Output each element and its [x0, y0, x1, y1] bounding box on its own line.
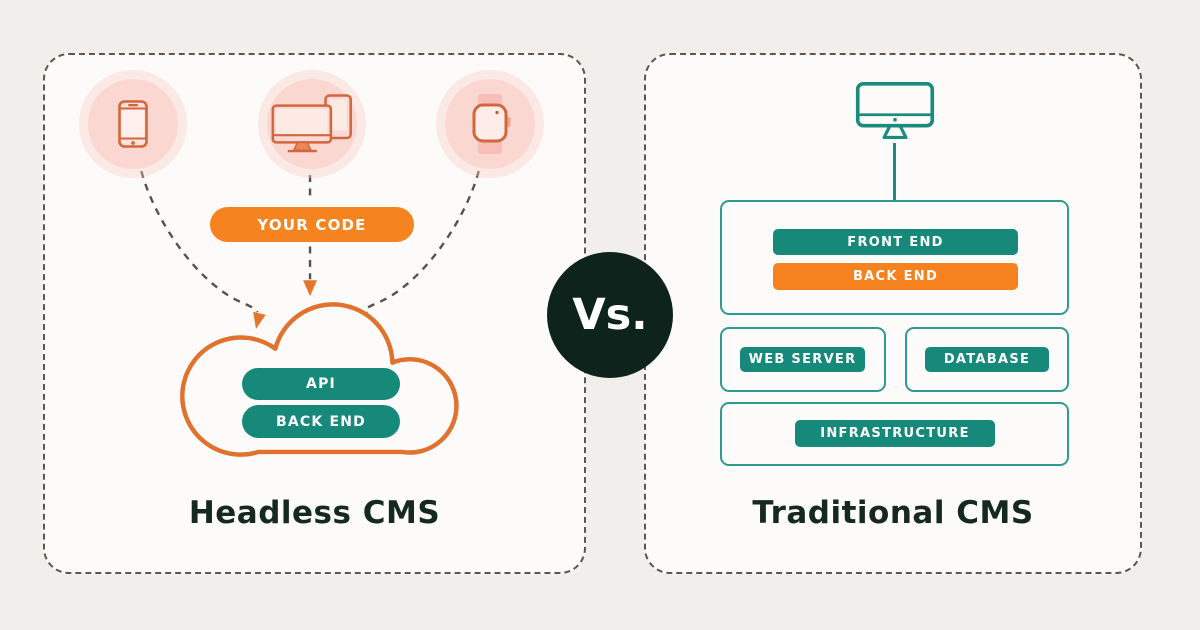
headless-cms-title: Headless CMS [188, 495, 441, 531]
front-end-bar: FRONT END [773, 229, 1018, 255]
vs-badge: Vs. [547, 252, 673, 378]
headless-cms-panel: YOUR CODE API BACK END Headless CMS [43, 53, 586, 574]
cloud-back-end-pill: BACK END [242, 405, 400, 438]
desktop-monitor-badge [855, 79, 935, 145]
api-pill: API [242, 368, 400, 400]
database-bar: DATABASE [925, 347, 1049, 372]
arrowhead-right [355, 311, 368, 329]
desktop-tablet-badge [267, 79, 357, 169]
database-box [905, 327, 1069, 392]
monitor-connector-line [893, 143, 896, 201]
traditional-cms-panel: FRONT END BACK END WEB SERVER DATABASE I… [644, 53, 1142, 574]
arrowhead-middle [303, 280, 317, 297]
arrowhead-left [253, 311, 266, 329]
application-layer-box [720, 200, 1069, 315]
infrastructure-bar: INFRASTRUCTURE [795, 420, 995, 447]
infrastructure-box [720, 402, 1069, 466]
smartwatch-icon [472, 94, 511, 154]
traditional-cms-title: Traditional CMS [752, 495, 1034, 531]
web-server-bar: WEB SERVER [740, 347, 865, 372]
smartphone-badge [88, 79, 178, 169]
smartphone-icon [118, 100, 148, 148]
web-server-box [720, 327, 886, 392]
desktop-monitor-icon [855, 82, 935, 140]
vs-label: Vs. [572, 290, 648, 340]
back-end-bar: BACK END [773, 263, 1018, 290]
smartwatch-badge [445, 79, 535, 169]
desktop-and-tablet-icon [271, 94, 352, 153]
your-code-pill: YOUR CODE [210, 207, 414, 242]
